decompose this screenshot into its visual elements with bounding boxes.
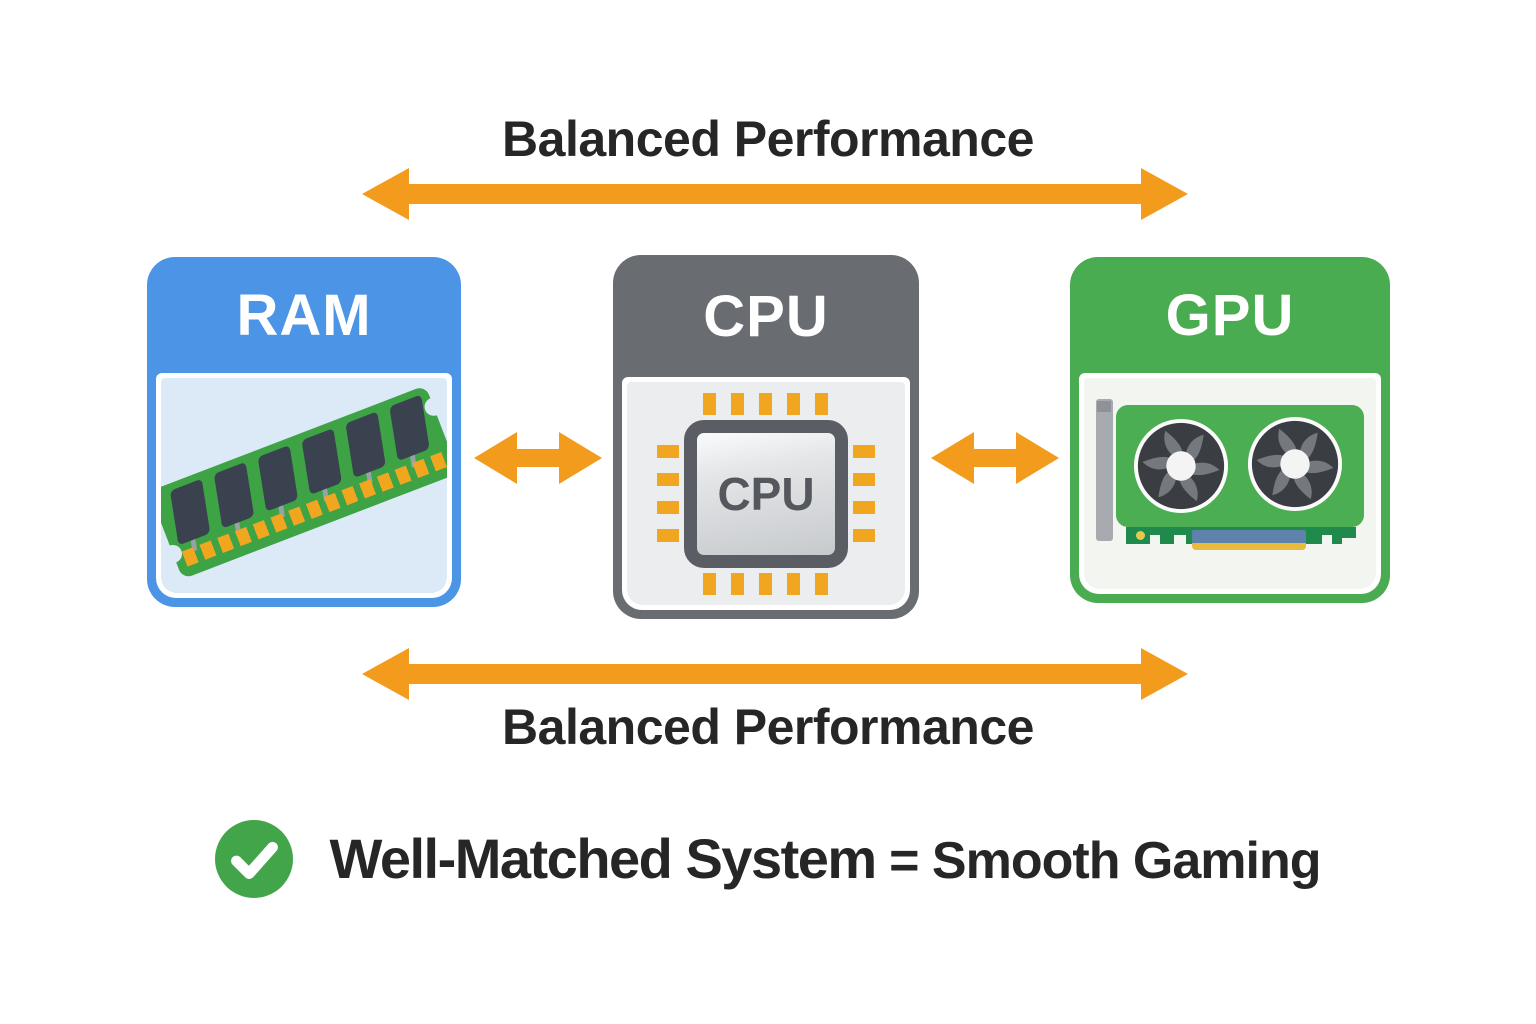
cpu-die-label: CPU [717, 467, 815, 520]
gpu-box-panel [1084, 378, 1376, 589]
ram-box: RAM [147, 257, 461, 607]
footer-row: Well-Matched System = Smooth Gaming [0, 816, 1536, 902]
ram-box-body [156, 373, 452, 598]
gpu-box-header: GPU [1070, 257, 1390, 373]
gpu-box-title: GPU [1165, 282, 1295, 348]
ram-box-panel [161, 378, 447, 593]
gpu-screw [1136, 530, 1145, 540]
cpu-box: CPU CPU [613, 255, 919, 619]
cpu-box-header: CPU [613, 255, 919, 377]
ram-box-title: RAM [236, 282, 372, 348]
cpu-pins-bottom [703, 572, 828, 595]
gpu-pcie-notch [1322, 534, 1332, 544]
cpu-chip-icon: CPU [656, 384, 876, 604]
cpu-box-body: CPU [622, 377, 910, 610]
gpu-box: GPU [1070, 257, 1390, 603]
top-double-arrow-icon [362, 168, 1188, 220]
bottom-arrow-label: Balanced Performance [502, 699, 1034, 755]
cpu-box-panel: CPU [627, 382, 905, 605]
gpu-pcie-contacts [1192, 542, 1306, 550]
check-icon [215, 820, 294, 898]
gpu-bracket-tab [1097, 400, 1111, 412]
ram-chip [213, 461, 255, 529]
ram-cpu-double-arrow-icon [474, 432, 602, 484]
gpu-fan-icon [1133, 418, 1229, 513]
footer-headline: Well-Matched System = Smooth Gaming [329, 831, 1321, 890]
ram-chip [169, 478, 211, 545]
cpu-pins-right [853, 444, 875, 542]
gpu-box-body [1079, 373, 1381, 594]
top-arrow-label: Balanced Performance [502, 111, 1034, 167]
ram-box-header: RAM [147, 257, 461, 373]
gpu-card-icon [1090, 393, 1370, 568]
gpu-pcie-notch [1150, 534, 1160, 544]
gpu-pcb [1342, 526, 1356, 538]
ram-chip [345, 410, 386, 478]
footer-headline-rest: = Smooth Gaming [875, 832, 1321, 890]
gpu-pcie-connector [1192, 529, 1306, 543]
ram-chip [301, 427, 342, 495]
cpu-pins-left [657, 444, 679, 542]
ram-stick-icon [161, 384, 447, 579]
ram-chip [257, 444, 299, 512]
cpu-die: CPU [684, 419, 848, 568]
gpu-pcie-notch [1174, 534, 1186, 544]
ram-notch [161, 541, 185, 566]
ram-notch [421, 394, 446, 418]
cpu-pins-top [703, 392, 828, 415]
gpu-bracket [1096, 398, 1113, 541]
bottom-double-arrow-icon [362, 648, 1188, 700]
cpu-box-title: CPU [703, 283, 829, 349]
footer-headline-main: Well-Matched System [329, 827, 877, 890]
cpu-gpu-double-arrow-icon [931, 432, 1059, 484]
gpu-fan-icon [1247, 416, 1343, 511]
